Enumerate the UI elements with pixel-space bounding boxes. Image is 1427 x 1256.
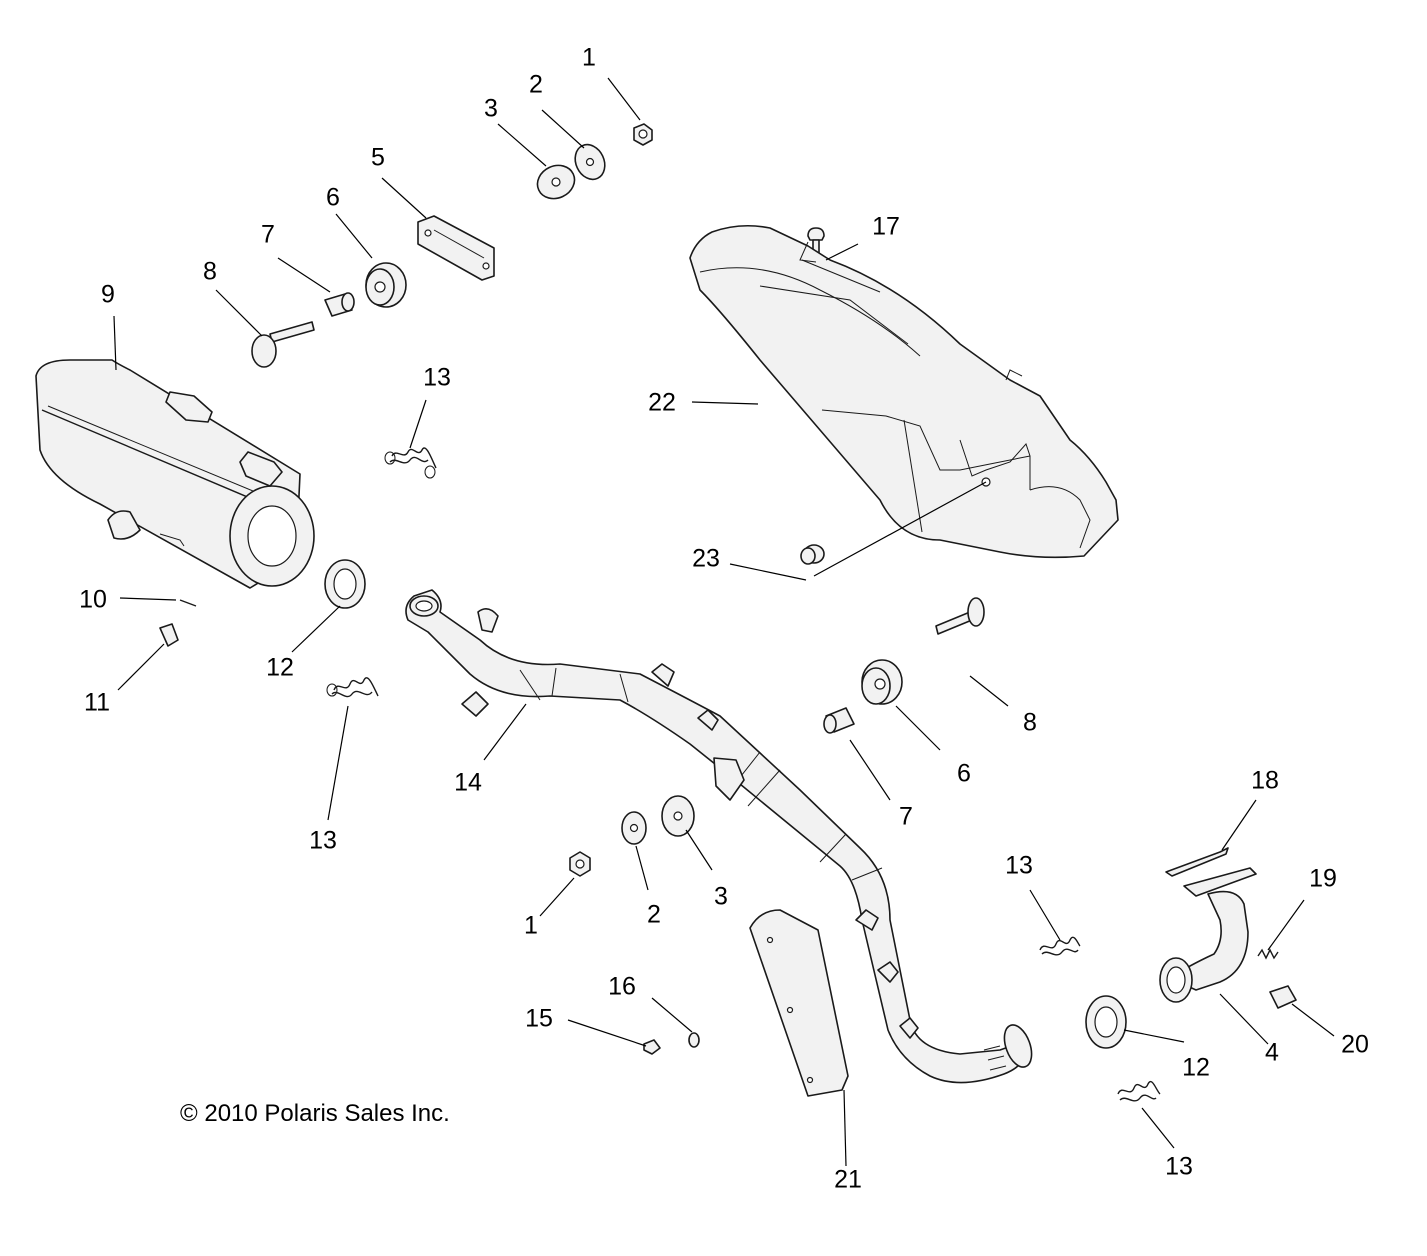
gasket-part (324, 559, 366, 609)
callout-8: 8 (1023, 709, 1037, 737)
callout-16: 16 (608, 973, 636, 1001)
callout-17: 17 (872, 213, 900, 241)
shoulder-bolt-part (251, 321, 315, 368)
muffler-part (35, 359, 315, 589)
clamp-block-part (1269, 985, 1297, 1009)
spring-part (326, 677, 379, 698)
callout-4: 4 (1265, 1039, 1279, 1067)
callout-6: 6 (326, 184, 340, 212)
callout-18: 18 (1251, 767, 1279, 795)
callout-13: 13 (1165, 1153, 1193, 1181)
spring-pin-part (1257, 948, 1279, 960)
bracket-plate-part (417, 215, 495, 281)
callout-8: 8 (203, 258, 217, 286)
callout-12: 12 (266, 654, 294, 682)
callout-13: 13 (1005, 852, 1033, 880)
washer-part (621, 811, 647, 845)
callout-22: 22 (648, 389, 676, 417)
spring-part (1039, 936, 1081, 956)
callout-7: 7 (261, 221, 275, 249)
callout-23: 23 (692, 545, 720, 573)
callout-3: 3 (714, 883, 728, 911)
grommet-part (861, 659, 903, 705)
clip-part (159, 623, 179, 647)
heat-shield-plate-part (749, 909, 849, 1097)
callout-20: 20 (1341, 1031, 1369, 1059)
callout-10: 10 (79, 586, 107, 614)
spring-part (1117, 1080, 1161, 1102)
callout-21: 21 (834, 1166, 862, 1194)
callout-19: 19 (1309, 865, 1337, 893)
grommet-part (365, 262, 407, 308)
bushing-part (324, 292, 355, 317)
copyright-notice: © 2010 Polaris Sales Inc. (180, 1100, 450, 1127)
callout-6: 6 (957, 760, 971, 788)
gasket-strip-part (1165, 847, 1229, 877)
head-pipe-part (405, 589, 1033, 1084)
callout-7: 7 (899, 803, 913, 831)
callout-numbers: 1 2 3 5 6 7 8 9 13 10 11 12 13 14 17 22 … (79, 44, 1369, 1194)
callout-13: 13 (309, 827, 337, 855)
callout-2: 2 (647, 901, 661, 929)
shoulder-bolt-part (935, 597, 985, 635)
callout-14: 14 (454, 769, 482, 797)
hex-nut-part (633, 123, 653, 146)
elbow-pipe-part (1159, 867, 1257, 1003)
bushing-part (823, 707, 855, 734)
small-washer-part (688, 1032, 700, 1048)
callout-11: 11 (84, 689, 110, 717)
callout-5: 5 (371, 144, 385, 172)
spring-part (384, 447, 437, 479)
grommet-nut-part (800, 544, 825, 565)
callout-1: 1 (582, 44, 596, 72)
washer-part (574, 143, 606, 181)
callout-3: 3 (484, 95, 498, 123)
small-bolt-part (643, 1039, 661, 1055)
callout-13: 13 (423, 364, 451, 392)
callout-12: 12 (1182, 1054, 1210, 1082)
large-washer-part (661, 795, 695, 837)
callout-9: 9 (101, 281, 115, 309)
hex-nut-part (569, 851, 591, 877)
callout-15: 15 (525, 1005, 553, 1033)
pin-part (179, 599, 197, 607)
callout-2: 2 (529, 71, 543, 99)
large-washer-part (536, 164, 576, 200)
gasket-part (1085, 995, 1127, 1049)
callout-1: 1 (524, 912, 538, 940)
leader-lines (113, 77, 1335, 1167)
heat-shield-part (689, 224, 1119, 559)
